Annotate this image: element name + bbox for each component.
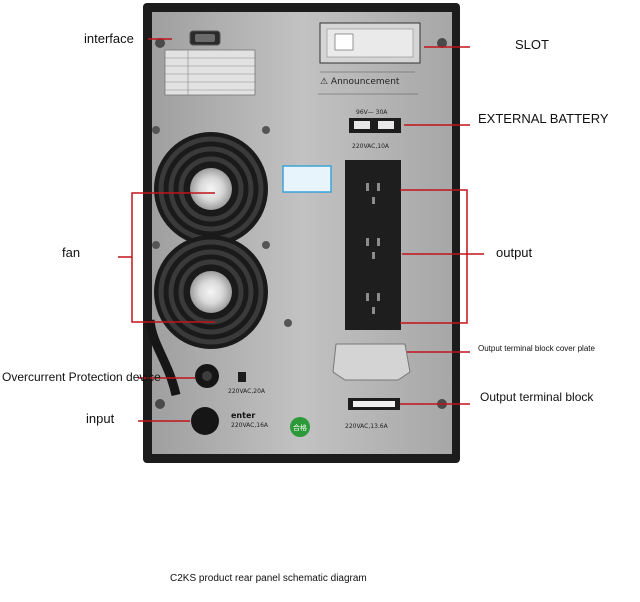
terminal-rating-text: 220VAC,13.6A bbox=[345, 423, 389, 430]
screw bbox=[155, 399, 165, 409]
breaker-rating-text: 220VAC,20A bbox=[228, 388, 266, 395]
diagram-caption: C2KS product rear panel schematic diagra… bbox=[170, 573, 367, 584]
label-slot: SLOT bbox=[515, 37, 549, 52]
battery-rating-text: 96V— 30A bbox=[356, 109, 388, 116]
label-external-battery: EXTERNAL BATTERY bbox=[478, 111, 609, 126]
svg-text:合格: 合格 bbox=[293, 423, 307, 432]
qc-badge bbox=[290, 417, 310, 437]
screw bbox=[437, 38, 447, 48]
spec-label bbox=[164, 49, 256, 96]
fan-upper bbox=[154, 132, 268, 246]
label-input: input bbox=[86, 411, 115, 426]
output-rating-text: 220VAC,10A bbox=[352, 143, 390, 150]
terminal-cover-plate bbox=[332, 343, 411, 381]
callout-lines bbox=[118, 38, 484, 422]
input-socket bbox=[191, 407, 219, 435]
fan-lower bbox=[154, 235, 268, 349]
label-interface: interface bbox=[84, 31, 134, 46]
announcement-text: ⚠ Announcement bbox=[320, 77, 400, 87]
enter-label: enter bbox=[231, 411, 255, 420]
enter-rating-text: 220VAC,16A bbox=[231, 422, 269, 429]
label-output-terminal-block: Output terminal block bbox=[480, 390, 594, 404]
label-fan: fan bbox=[62, 245, 81, 260]
screw bbox=[155, 38, 165, 48]
input-cable bbox=[145, 319, 181, 397]
label-overcurrent-device: Overcurrent Protection device bbox=[2, 370, 161, 384]
label-output: output bbox=[496, 245, 533, 260]
label-output-cover-plate: Output terminal block cover plate bbox=[478, 344, 595, 353]
blue-sticker bbox=[282, 165, 332, 193]
outlet-panel bbox=[345, 160, 401, 330]
